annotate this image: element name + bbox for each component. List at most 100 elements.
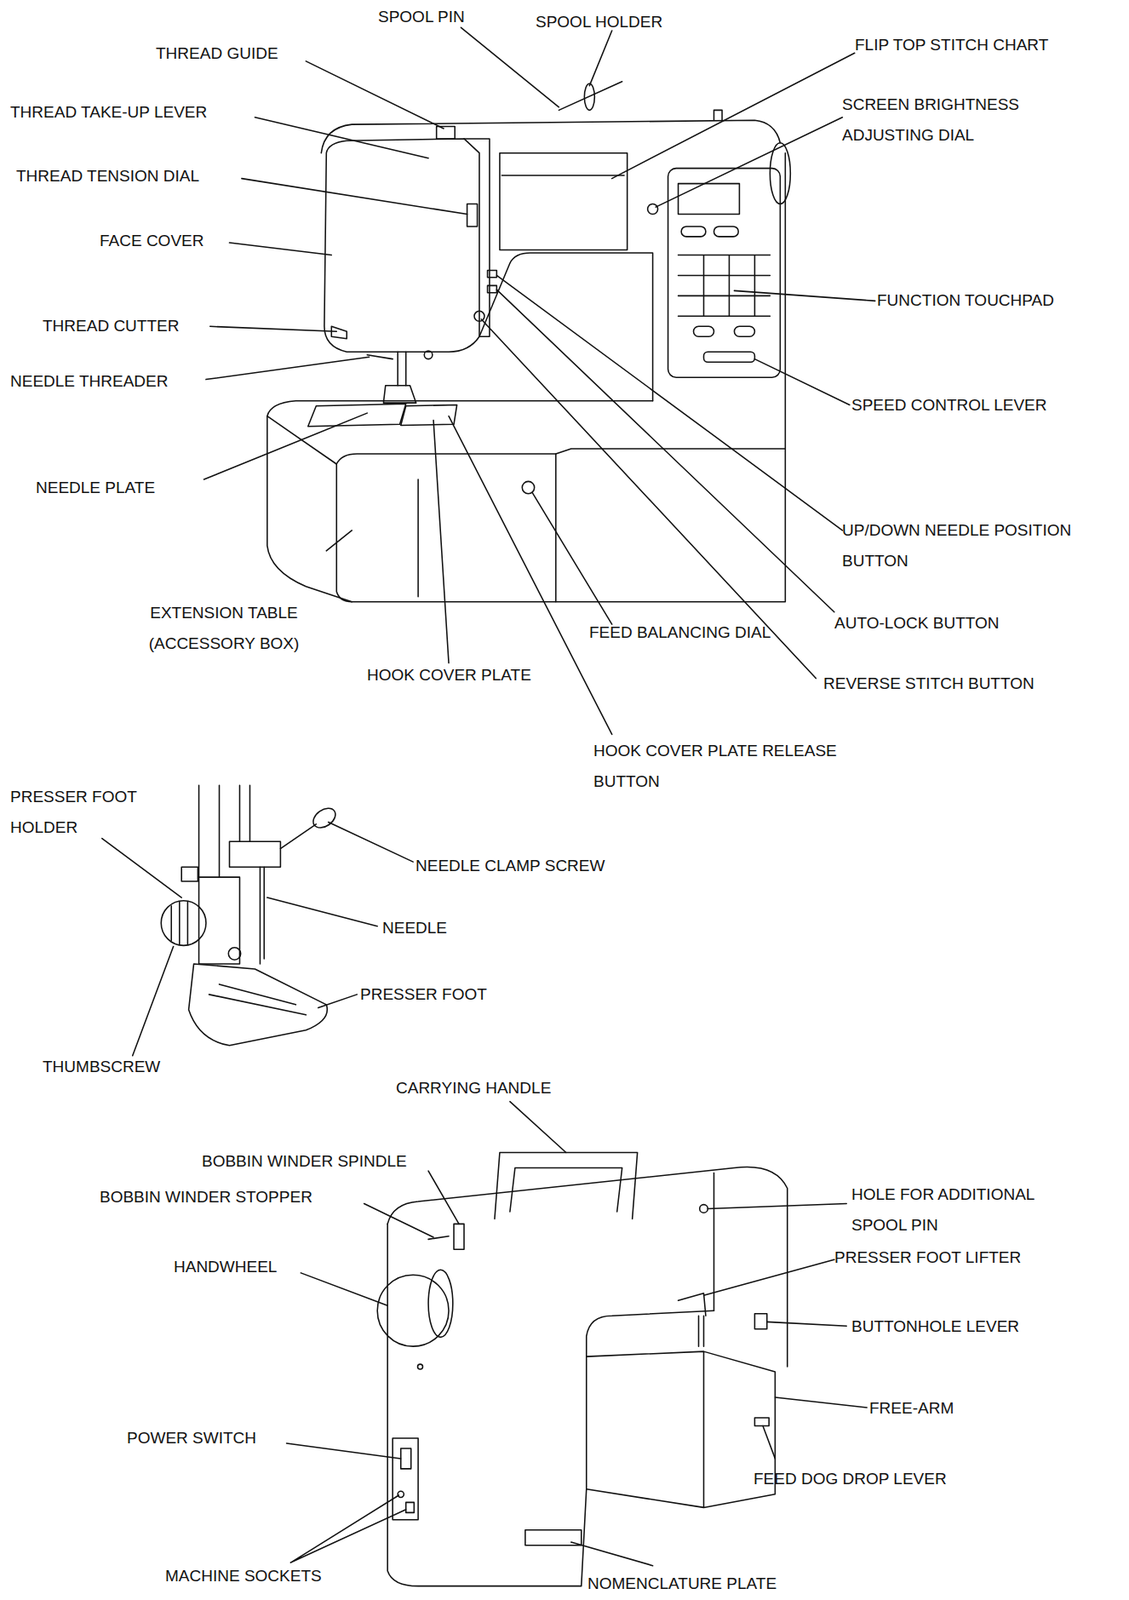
part-label: PRESSER FOOT LIFTER — [834, 1242, 1021, 1273]
part-label: SPOOL HOLDER — [535, 6, 663, 38]
free-arm — [586, 1351, 776, 1508]
thumbscrew-grip — [171, 901, 188, 945]
bed-top-edge — [267, 401, 654, 417]
lcd-screen — [678, 183, 740, 215]
part-label: NOMENCLATURE PLATE — [587, 1568, 777, 1599]
top-knob — [713, 109, 723, 121]
part-label: NEEDLE — [382, 912, 448, 944]
stitch-chart-hinge — [501, 174, 625, 177]
feed-dog-lever — [754, 1417, 769, 1427]
small-hole — [418, 1363, 424, 1370]
body-left — [387, 1223, 587, 1586]
head-edge — [713, 1173, 716, 1312]
updown-button — [487, 269, 498, 277]
foot-holder — [199, 876, 241, 964]
part-label: PRESSER FOOT HOLDER — [10, 781, 138, 843]
part-label: SPOOL PIN — [378, 1, 465, 33]
needle-plate — [308, 403, 407, 426]
needle-clamp — [229, 841, 281, 867]
touchpad-key — [713, 226, 739, 237]
part-label: THREAD TENSION DIAL — [16, 160, 200, 192]
needle — [699, 1315, 705, 1347]
handwheel-rim — [428, 1269, 453, 1337]
part-label: THREAD GUIDE — [155, 38, 279, 69]
leader-line — [286, 1101, 868, 1566]
handwheel — [769, 143, 791, 205]
illustration-group — [102, 27, 876, 1586]
throat — [586, 1310, 715, 1490]
part-label: THUMBSCREW — [42, 1051, 161, 1083]
part-label: UP/DOWN NEEDLE POSITION BUTTON — [842, 515, 1129, 577]
stitch-chart — [499, 153, 628, 251]
small-knob — [181, 866, 198, 882]
spool-pin — [558, 81, 622, 111]
thumbscrew — [160, 900, 207, 946]
foot-pin — [228, 947, 241, 960]
presser-lifter — [678, 1293, 706, 1316]
thread-cutter — [331, 326, 347, 339]
front-strip — [464, 138, 490, 337]
part-label: FEED DOG DROP LEVER — [753, 1463, 947, 1495]
part-label: FREE-ARM — [869, 1392, 954, 1424]
touchpad-key — [733, 326, 755, 337]
part-label: CARRYING HANDLE — [395, 1072, 551, 1104]
part-label: PRESSER FOOT — [360, 979, 488, 1010]
part-label: SCREEN BRIGHTNESS ADJUSTING DIAL — [842, 89, 1084, 151]
part-label: HOOK COVER PLATE — [366, 659, 532, 691]
part-label: EXTENSION TABLE (ACCESSORY BOX) — [126, 597, 321, 660]
brightness-dial — [647, 204, 659, 215]
thread-guide — [436, 126, 456, 139]
presser-foot — [189, 963, 328, 1046]
needle-bar — [366, 351, 407, 386]
reverse-button — [474, 310, 485, 321]
part-label: FACE COVER — [99, 225, 204, 257]
part-label: FUNCTION TOUCHPAD — [876, 285, 1055, 316]
socket — [406, 1501, 415, 1513]
part-label: THREAD TAKE-UP LEVER — [10, 97, 207, 128]
face-cover — [324, 138, 480, 352]
clamp-screw-arm — [280, 824, 316, 849]
power-switch — [401, 1448, 412, 1469]
part-label: AUTO-LOCK BUTTON — [834, 607, 1000, 639]
part-label: NEEDLE CLAMP SCREW — [415, 850, 605, 882]
part-label: POWER SWITCH — [126, 1422, 257, 1454]
part-label: BOBBIN WINDER SPINDLE — [201, 1146, 407, 1177]
needle — [259, 866, 264, 964]
spool-holder — [584, 83, 595, 110]
part-label: BUTTONHOLE LEVER — [851, 1311, 1020, 1342]
part-label: THREAD CUTTER — [42, 310, 179, 342]
spool-hole — [699, 1204, 709, 1214]
touchpad-key — [681, 226, 706, 237]
part-label: HANDWHEEL — [173, 1251, 277, 1283]
part-label: BOBBIN WINDER STOPPER — [99, 1181, 313, 1213]
bobbin-spindle — [453, 1223, 465, 1250]
needle-bar — [239, 785, 250, 842]
display-panel — [668, 168, 781, 379]
body-top — [387, 1167, 788, 1368]
hook-cover-plate — [401, 405, 458, 426]
autolock-button — [487, 285, 498, 293]
extension-table-detail — [418, 448, 786, 597]
presser-foot — [383, 385, 416, 403]
socket — [397, 1490, 404, 1497]
feed-balancing-dial — [521, 481, 534, 493]
arm-top — [320, 120, 780, 153]
presser-screw — [424, 350, 433, 360]
leader-line — [204, 27, 876, 734]
bed-outline — [267, 153, 786, 602]
part-label: FLIP TOP STITCH CHART — [854, 29, 1049, 61]
part-label: NEEDLE THREADER — [10, 366, 168, 397]
leader-line — [102, 821, 413, 1055]
presser-bar — [199, 785, 220, 877]
touchpad-key — [693, 326, 715, 337]
part-label: HOOK COVER PLATE RELEASE BUTTON — [593, 735, 905, 797]
part-label: FEED BALANCING DIAL — [589, 617, 774, 648]
tension-dial — [467, 204, 478, 227]
extension-table — [336, 453, 556, 602]
part-label: HOLE FOR ADDITIONAL SPOOL PIN — [851, 1179, 1091, 1241]
clamp-screw-knob — [309, 804, 340, 832]
handwheel — [377, 1274, 449, 1347]
part-label: REVERSE STITCH BUTTON — [823, 668, 1035, 700]
part-label: MACHINE SOCKETS — [165, 1560, 322, 1592]
